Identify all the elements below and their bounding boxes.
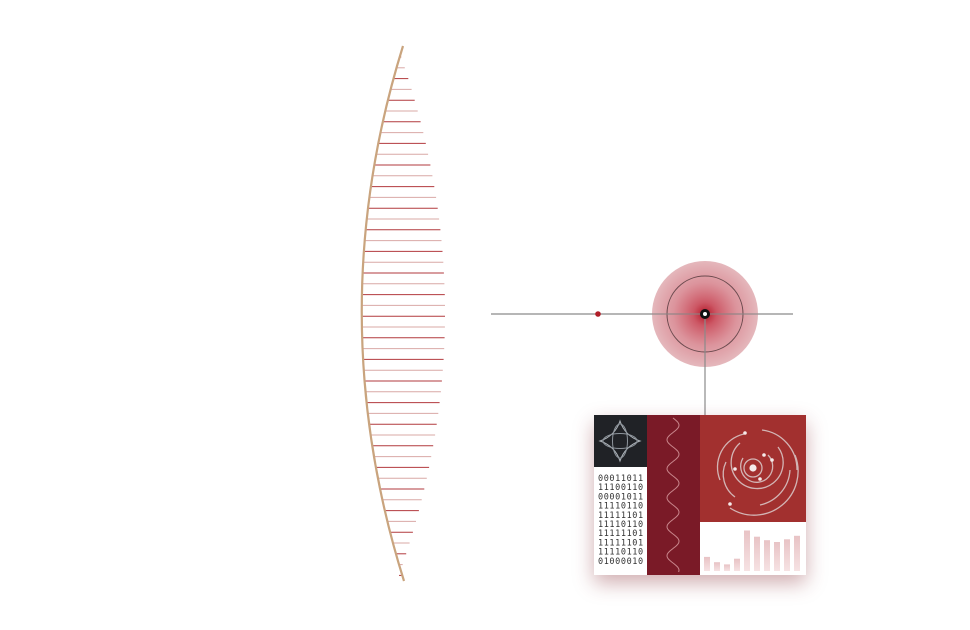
- sine-wave-icon: [666, 417, 680, 573]
- bar: [754, 536, 760, 571]
- bar: [794, 535, 800, 571]
- binary-line: 11111101: [598, 538, 644, 548]
- info-panel: 0001101111100110000010111111011011111101…: [594, 415, 806, 575]
- binary-line: 00001011: [598, 492, 644, 502]
- binary-line: 11111101: [598, 529, 644, 539]
- target-glow-icon: [652, 261, 793, 367]
- bar-chart-icon: [704, 530, 800, 571]
- binary-tile: [594, 467, 647, 575]
- four-point-star-icon: [598, 419, 642, 463]
- bar: [774, 542, 780, 571]
- lens: [360, 45, 445, 582]
- binary-code: 0001101111100110000010111111011011111101…: [598, 474, 644, 567]
- focus-point-icon: [595, 311, 601, 317]
- binary-line: 11110110: [598, 548, 644, 558]
- bar: [724, 564, 730, 571]
- bar: [714, 562, 720, 571]
- lens-rules: [361, 56, 445, 576]
- bar: [764, 540, 770, 571]
- binary-line: 11100110: [598, 483, 644, 493]
- lens-edge: [360, 45, 406, 582]
- binary-line: 01000010: [598, 557, 644, 567]
- binary-line: 11111101: [598, 511, 644, 521]
- binary-line: 00011011: [598, 474, 644, 484]
- bar: [784, 539, 790, 571]
- radar-icon: [716, 429, 799, 516]
- binary-line: 11110110: [598, 520, 644, 530]
- binary-line: 11110110: [598, 502, 644, 512]
- bar: [704, 556, 710, 571]
- wave-tile: [647, 415, 700, 575]
- bar: [734, 558, 740, 571]
- bar: [744, 530, 750, 571]
